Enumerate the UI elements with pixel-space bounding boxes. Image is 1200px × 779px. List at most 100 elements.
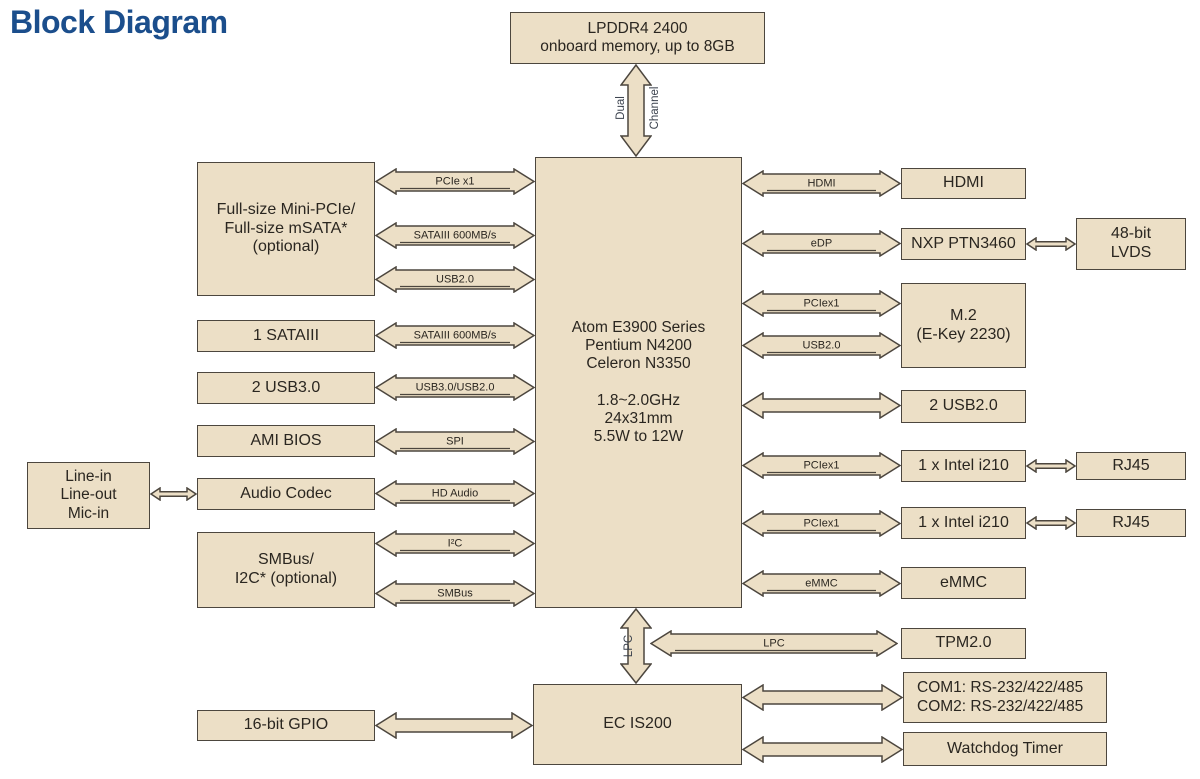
block-cpu: Atom E3900 Series Pentium N4200 Celeron … [535,157,742,608]
block-text: Watchdog Timer [947,739,1063,757]
block-text: 1.8~2.0GHz [596,391,681,409]
bus-arrow-hdmi: HDMI [742,170,901,197]
bus-arrow-hd-audio: HD Audio [375,480,535,507]
bus-label-emmc: eMMC [805,576,838,589]
connector-i210-rj45-2 [1026,516,1076,530]
bus-label-sataiii: SATAIII 600MB/s [413,328,497,341]
bus-arrow-pciex1-lan1: PCIex1 [742,452,901,479]
bus-label-hdmi: HDMI [807,176,836,189]
block-line-io: Line-in Line-out Mic-in [27,462,150,529]
block-text: Full-size mSATA* [224,219,348,237]
bus-arrow-pcie-x1: PCIe x1 [375,168,535,195]
bus-arrow-dual-channel [620,64,652,157]
block-text: Pentium N4200 [585,337,692,355]
block-emmc: eMMC [901,567,1026,599]
block-text: eMMC [939,573,988,591]
bus-label-edp: eDP [810,236,833,249]
block-text: 1 x Intel i210 [918,513,1009,531]
block-text: onboard memory, up to 8GB [540,38,735,55]
block-text: Celeron N3350 [586,355,691,373]
page-title: Block Diagram [10,4,228,40]
bus-arrow-usb20-ports [742,392,901,419]
bus-arrow-pciex1-m2: PCIex1 [742,290,901,317]
block-text: I2C* (optional) [234,570,338,587]
bus-arrow-usb20-mpcie: USB2.0 [375,266,535,293]
block-text: 2 USB2.0 [929,397,998,415]
block-text: Audio Codec [240,484,332,502]
block-tpm20: TPM2.0 [901,628,1026,659]
bus-label-lpc-vertical: LPC [623,634,635,658]
block-gpio: 16-bit GPIO [197,710,375,741]
bus-label-channel: Channel [649,86,661,130]
block-text: SMBus/ [257,551,314,569]
block-text: AMI BIOS [250,431,322,449]
block-text: COM2: RS-232/422/485 [917,697,1084,715]
block-text: RJ45 [1112,513,1150,531]
block-text: LPDDR4 2400 [587,19,688,37]
block-text: (E-Key 2230) [916,325,1011,343]
bus-arrow-sataiii: SATAIII 600MB/s [375,322,535,349]
bus-label-pciex1-m2: PCIex1 [803,296,840,309]
bus-arrow-lpc-tpm: LPC [650,630,898,657]
bus-label-hd-audio: HD Audio [431,486,479,499]
block-sataiii: 1 SATAIII [197,320,375,352]
bus-label-usb30-usb20: USB3.0/USB2.0 [415,380,495,393]
bus-arrow-emmc: eMMC [742,570,901,597]
block-text: LVDS [1110,244,1152,261]
block-text: HDMI [943,174,984,192]
block-text: RJ45 [1112,456,1150,474]
block-ec-is200: EC IS200 [533,684,742,765]
block-text: 5.5W to 12W [593,427,684,445]
bus-arrow-sataiii-mpcie: SATAIII 600MB/s [375,222,535,249]
bus-arrow-i2c: I²C [375,530,535,557]
block-lvds: 48-bit LVDS [1076,218,1186,270]
bus-label-usb20-m2: USB2.0 [802,338,841,351]
block-text: 24x31mm [604,409,673,427]
block-text: Mic-in [67,504,110,522]
block-com-ports: COM1: RS-232/422/485 COM2: RS-232/422/48… [903,672,1107,723]
bus-label-dual: Dual [615,96,627,120]
block-lpddr4-memory: LPDDR4 2400 onboard memory, up to 8GB [510,12,765,64]
block-watchdog-timer: Watchdog Timer [903,732,1107,766]
block-text: Atom E3900 Series [571,319,706,337]
block-intel-i210-2: 1 x Intel i210 [901,507,1026,539]
bus-label-pciex1-lan2: PCIex1 [803,516,840,529]
block-text: TPM2.0 [935,634,992,652]
block-mini-pcie-msata: Full-size Mini-PCIe/ Full-size mSATA* (o… [197,162,375,296]
bus-label-lpc: LPC [763,636,785,649]
bus-arrow-usb20-m2: USB2.0 [742,332,901,359]
block-usb20: 2 USB2.0 [901,390,1026,423]
bus-arrow-spi: SPI [375,428,535,455]
block-text: NXP PTN3460 [911,234,1016,252]
block-text: Full-size Mini-PCIe/ [216,200,356,218]
bus-arrow-gpio-ec [375,712,533,739]
block-text: EC IS200 [603,715,672,733]
block-text: M.2 [950,306,977,324]
block-m2-ekey: M.2 (E-Key 2230) [901,283,1026,368]
block-text: 48-bit [1110,225,1152,243]
block-rj45-1: RJ45 [1076,452,1186,480]
bus-label-pciex1-lan1: PCIex1 [803,458,840,471]
block-hdmi: HDMI [901,168,1026,199]
bus-label-sataiii-mpcie: SATAIII 600MB/s [413,228,497,241]
bus-label-usb20-mpcie: USB2.0 [436,272,474,285]
bus-label-pcie-x1: PCIe x1 [435,174,475,187]
block-smbus-i2c: SMBus/ I2C* (optional) [197,532,375,608]
bus-arrow-lpc-vertical [620,608,652,684]
block-text: Line-in [65,468,112,486]
block-text: (optional) [252,238,320,256]
block-ami-bios: AMI BIOS [197,425,375,457]
connector-i210-rj45-1 [1026,459,1076,473]
bus-label-i2c: I²C [447,536,463,549]
block-audio-codec: Audio Codec [197,478,375,510]
bus-arrow-edp: eDP [742,230,901,257]
block-intel-i210-1: 1 x Intel i210 [901,450,1026,482]
block-usb30: 2 USB3.0 [197,372,375,404]
bus-arrow-smbus: SMBus [375,580,535,607]
block-text: 2 USB3.0 [251,378,321,396]
block-text: Line-out [60,486,117,504]
block-text: 16-bit GPIO [243,716,329,734]
block-text: 1 SATAIII [252,326,320,344]
block-text: 1 x Intel i210 [918,456,1009,474]
